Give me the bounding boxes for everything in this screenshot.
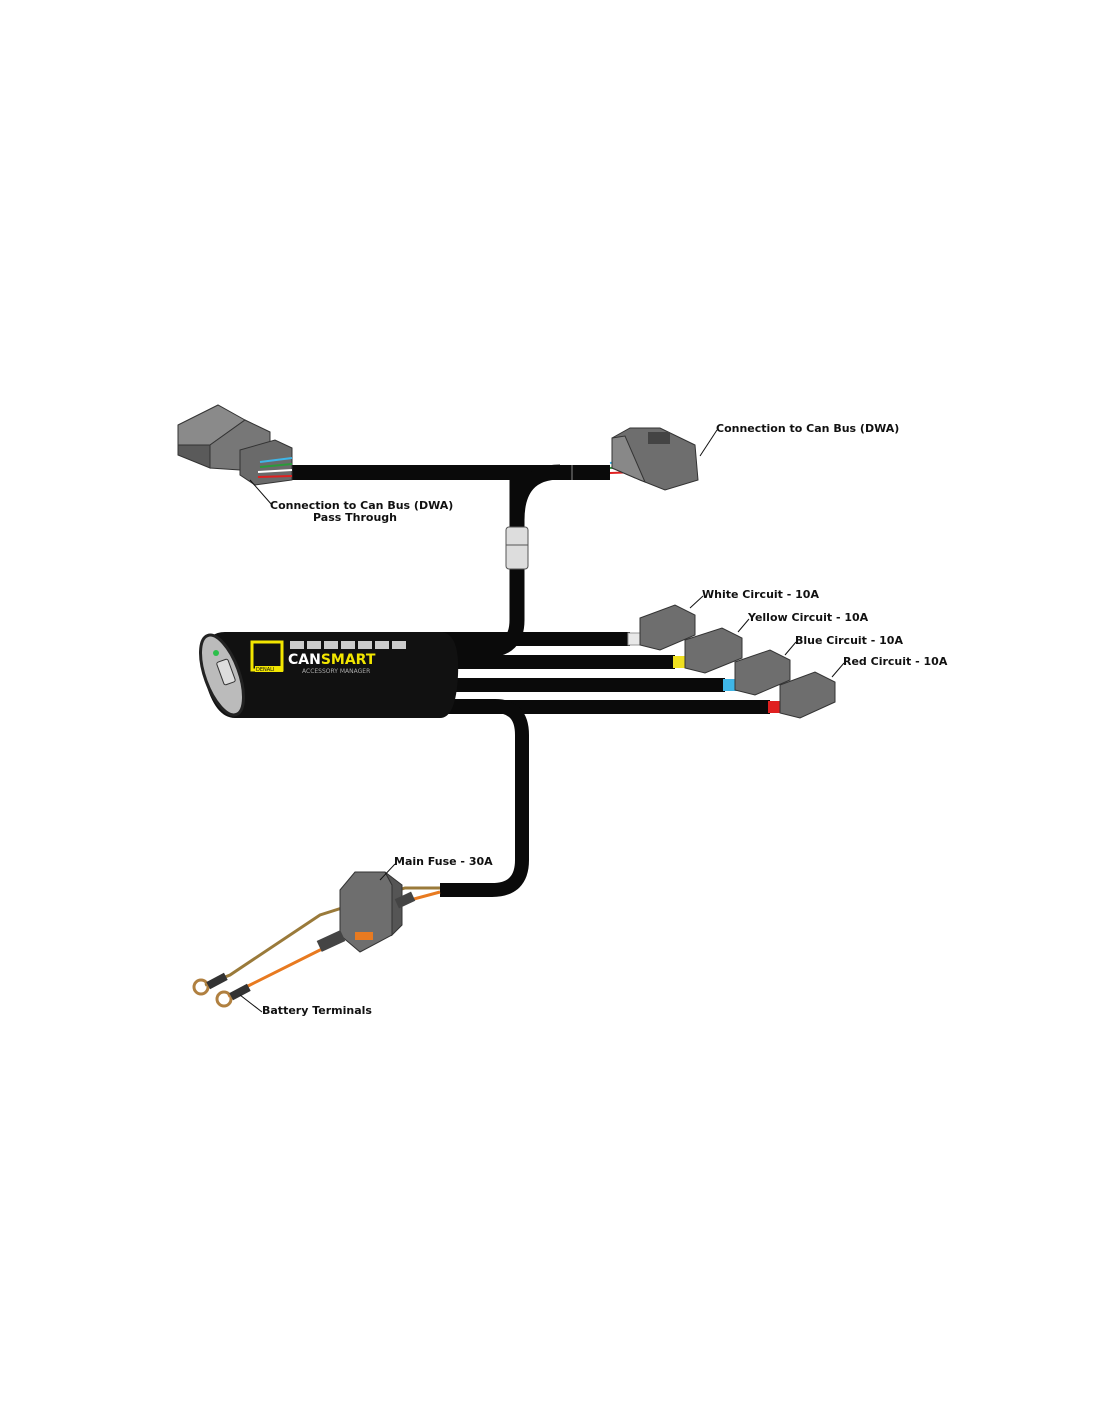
can-bus-cable xyxy=(292,464,610,658)
power-cable xyxy=(440,699,529,897)
label-main-fuse: Main Fuse - 30A xyxy=(394,855,493,868)
device-subtitle: ACCESSORY MANAGER xyxy=(302,668,370,675)
label-red-circuit: Red Circuit - 10A xyxy=(843,655,948,668)
device-name: CANSMART xyxy=(288,652,376,668)
brand-logo-text: DENALI xyxy=(256,667,274,673)
label-can-bus-pass-through: Connection to Can Bus (DWA) Pass Through xyxy=(270,499,454,524)
label-white-circuit: White Circuit - 10A xyxy=(702,588,819,601)
label-yellow-circuit: Yellow Circuit - 10A xyxy=(748,611,869,624)
cable-clip xyxy=(505,526,529,570)
leader-lines xyxy=(239,429,845,1013)
main-fuse-holder xyxy=(316,871,416,953)
cansmart-module: CANSMART ACCESSORY MANAGER DENALI xyxy=(199,632,459,718)
output-cables xyxy=(440,632,782,714)
can-bus-pass-through-connector xyxy=(177,404,293,486)
label-line: Connection to Can Bus (DWA) xyxy=(270,499,454,512)
label-line: Pass Through xyxy=(313,511,397,524)
label-battery-terminals: Battery Terminals xyxy=(262,1004,372,1017)
label-can-bus: Connection to Can Bus (DWA) xyxy=(716,422,900,435)
can-bus-connector xyxy=(609,427,699,491)
circuit-connectors xyxy=(639,604,836,719)
label-blue-circuit: Blue Circuit - 10A xyxy=(795,634,903,647)
